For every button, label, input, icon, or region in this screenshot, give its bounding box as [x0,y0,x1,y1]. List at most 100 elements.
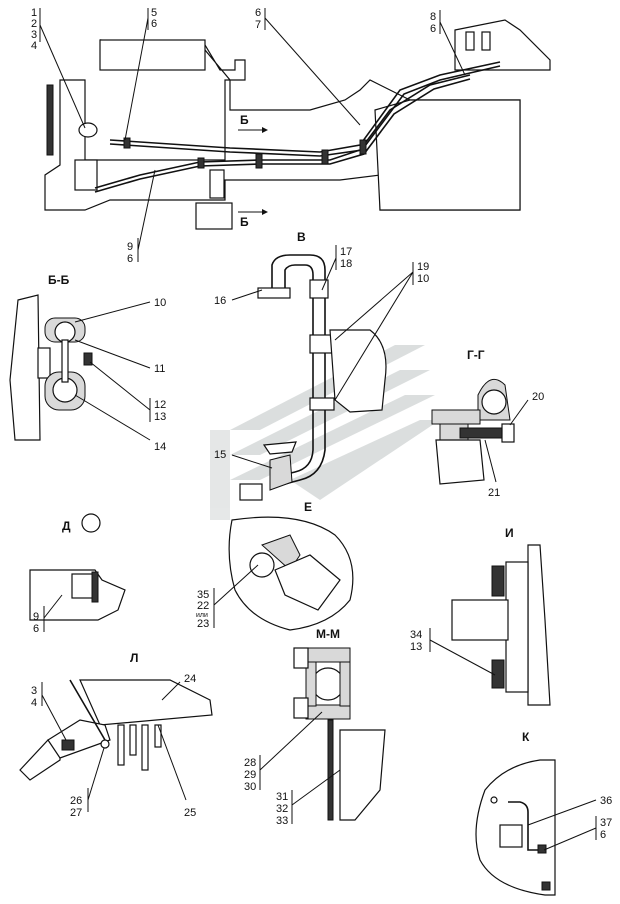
svg-text:32: 32 [276,803,288,815]
svg-text:31: 31 [276,791,288,803]
svg-text:18: 18 [340,258,352,270]
svg-text:10: 10 [154,297,166,309]
svg-text:27: 27 [70,807,82,819]
view-v-pipe-assembly [239,254,387,501]
radiator [46,84,54,156]
callout-25: 25 [157,724,196,819]
view-i-detail [451,544,551,706]
view-label-e: Е [304,500,312,514]
callout-21: 21 [484,439,500,499]
svg-text:6: 6 [33,623,39,635]
callout-11: 11 [74,339,165,375]
svg-text:4: 4 [31,697,37,709]
callout-20: 20 [509,391,544,426]
svg-text:36: 36 [600,795,612,807]
svg-text:16: 16 [214,295,226,307]
callout-12-13: 12 13 [89,361,166,423]
section-arrow-b-bottom: Б [240,215,249,229]
svg-text:26: 26 [70,795,82,807]
view-e-detail [228,516,354,631]
svg-text:5: 5 [151,7,157,19]
callout-17-18: 17 18 [321,245,352,291]
callout-36: 36 [527,795,612,826]
callout-9-6-top: 9 6 [127,169,156,265]
svg-text:12: 12 [154,399,166,411]
svg-text:7: 7 [255,19,261,31]
view-label-l: Л [130,651,138,665]
callout-10: 10 [74,297,166,323]
svg-text:15: 15 [214,449,226,461]
svg-text:37: 37 [600,817,612,829]
section-mm-detail [293,647,386,821]
svg-text:22: 22 [197,600,209,612]
svg-text:10: 10 [417,273,429,285]
svg-text:23: 23 [197,618,209,630]
svg-text:6: 6 [151,18,157,30]
callout-5-6: 5 6 [124,7,157,141]
svg-text:34: 34 [410,629,422,641]
view-label-d: Д [62,519,71,533]
cab-roof [99,39,206,71]
svg-text:14: 14 [154,441,166,453]
callout-8-6: 8 6 [430,10,466,76]
svg-text:13: 13 [410,641,422,653]
callout-28-30: 28 29 30 [244,711,323,793]
svg-text:28: 28 [244,757,256,769]
callout-15: 15 [214,449,273,469]
svg-text:30: 30 [244,781,256,793]
section-label-gg: Г-Г [467,348,485,362]
callout-31-33: 31 32 33 [276,769,341,827]
svg-text:4: 4 [31,40,37,52]
callout-6-7: 6 7 [255,7,361,126]
callout-26-27: 26 27 [70,747,105,819]
frame-bracket [195,202,233,230]
svg-text:25: 25 [184,807,196,819]
svg-text:17: 17 [340,246,352,258]
callout-14: 14 [74,394,166,453]
svg-text:29: 29 [244,769,256,781]
callout-37-6: 37 6 [543,816,612,851]
callout-19-10: 19 10 [334,261,429,401]
callout-34-13: 34 13 [410,628,496,676]
svg-text:24: 24 [184,673,196,685]
callout-16: 16 [214,289,263,307]
callout-35-23: 35 22 или 23 [196,564,259,630]
svg-text:3: 3 [31,685,37,697]
svg-text:21: 21 [488,487,500,499]
section-bb-clamp [9,294,93,441]
view-l-detail [19,679,213,781]
svg-text:9: 9 [33,611,39,623]
svg-text:6: 6 [600,829,606,841]
callout-3-4: 3 4 [31,682,67,741]
callout-24: 24 [161,673,196,701]
view-d-marker [81,513,101,533]
svg-text:8: 8 [430,11,436,23]
svg-text:2: 2 [31,18,37,30]
svg-text:6: 6 [255,7,261,19]
svg-text:6: 6 [127,253,133,265]
main-view-assembly [44,19,551,230]
fuel-cap [78,122,98,138]
view-label-k: К [522,730,530,744]
svg-text:11: 11 [154,363,165,375]
section-label-bb: Б-Б [48,273,70,287]
svg-text:19: 19 [417,261,429,273]
section-gg-clamp [431,378,515,485]
svg-text:1: 1 [31,7,37,19]
section-label-mm: М-М [316,627,340,641]
callout-9-6-d: 9 6 [33,594,63,635]
view-d-detail [29,569,126,621]
svg-text:35: 35 [197,589,209,601]
svg-text:9: 9 [127,241,133,253]
svg-text:33: 33 [276,815,288,827]
svg-text:13: 13 [154,411,166,423]
section-arrow-b-top: Б [240,113,249,127]
svg-text:или: или [196,612,208,619]
callout-1-4: 1 2 3 4 [31,7,86,129]
view-label-v: В [297,230,306,244]
view-k-detail [475,759,556,896]
pipe-flange-16 [257,287,291,299]
view-label-i: И [505,526,514,540]
